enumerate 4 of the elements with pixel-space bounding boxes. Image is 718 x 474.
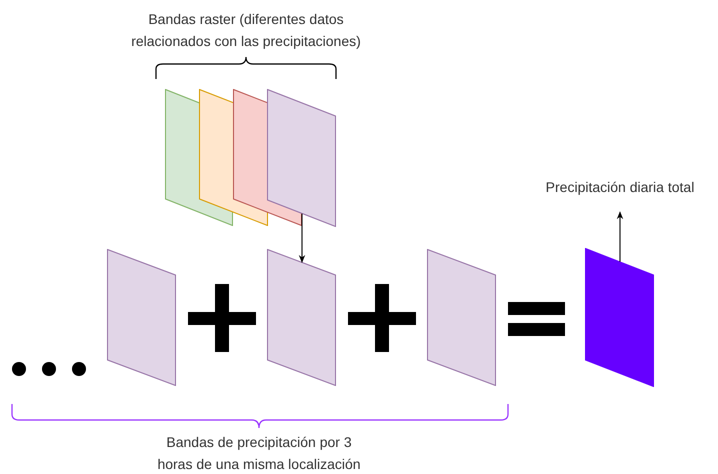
arrow (616, 211, 624, 262)
bracket-caption: Bandas de precipitación por 3 horas de una misma localización (156, 433, 362, 474)
bracket-caption: Bandas raster (diferentes datos relacionados con las precipitaciones) (130, 10, 362, 51)
output-label: Precipitación diaria total (546, 178, 694, 197)
